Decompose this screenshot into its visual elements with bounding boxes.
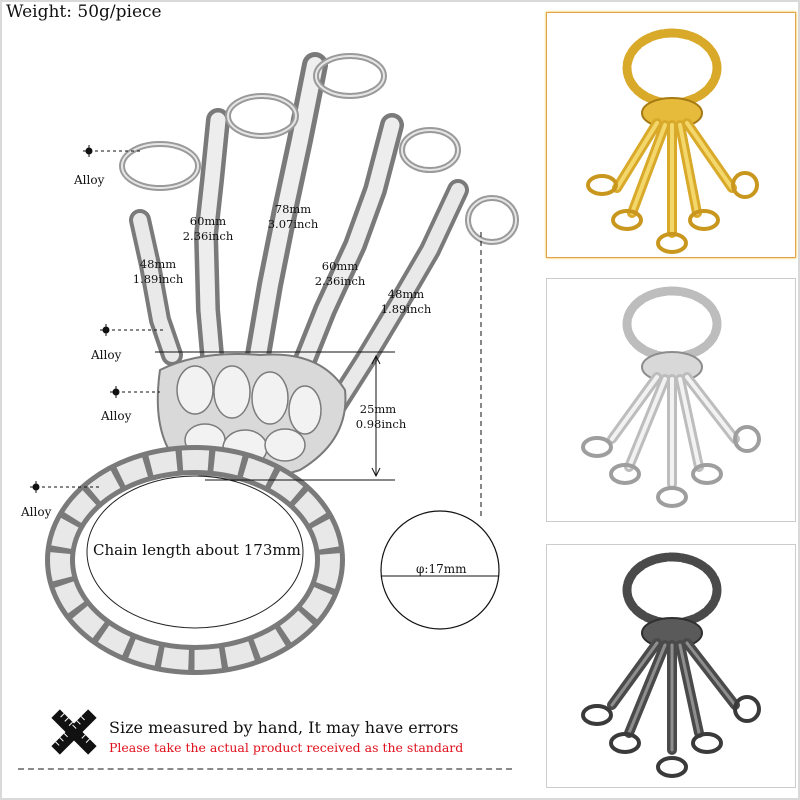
palm-width-mm: 25mm [360,402,397,416]
variant-thumbnail-black[interactable] [546,544,796,788]
middle-finger [245,52,328,368]
weight-label: Weight: 50g/piece [6,2,162,22]
ring-finger [193,108,230,367]
finger-bones [129,52,469,426]
thumb-finger [319,179,469,426]
measurement-lines [155,232,482,520]
palm-width-inch: 0.98inch [356,417,407,431]
dashed-divider [18,768,512,770]
bracelet-chain [45,445,345,675]
alloy-label-1: Alloy [73,173,105,187]
ring-diameter-label: φ:17mm [416,562,467,576]
variant-thumbnail-gold[interactable] [546,12,796,258]
index-finger [293,113,404,372]
ring-length-inch: 2.36inch [183,229,234,243]
chain-length-label: Chain length about 173mm [93,541,301,559]
middle-length-mm: 78mm [275,202,312,216]
measurement-texts: 48mm 1.89inch 60mm 2.36inch 78mm 3.07inc… [133,202,432,431]
pinky-finger [129,209,183,366]
alloy-label-2: Alloy [90,348,122,362]
size-note: Size measured by hand, It may have error… [44,704,514,760]
middle-length-inch: 3.07inch [268,217,319,231]
main-product-image: Alloy Alloy Alloy Alloy 48mm 1.89inch 60… [20,52,519,675]
alloy-label-3: Alloy [100,409,132,423]
alloy-pointers [30,145,165,493]
index-length-mm: 60mm [322,259,359,273]
pinky-length-inch: 1.89inch [133,272,184,286]
index-length-inch: 2.36inch [315,274,366,288]
size-note-text: Size measured by hand, It may have error… [109,718,459,737]
gold-bracelet-image [586,28,759,254]
alloy-label-4: Alloy [20,505,52,519]
size-note-warning: Please take the actual product received … [109,740,464,755]
ring-diameter-callout: φ:17mm [380,510,500,630]
black-bracelet-image [581,552,761,778]
pinky-length-mm: 48mm [140,257,177,271]
silver-bracelet-image [581,286,761,508]
thumb-length-inch: 1.89inch [381,302,432,316]
variant-thumbnail-silver[interactable] [546,278,796,522]
finger-rings [119,53,519,245]
ring-length-mm: 60mm [190,214,227,228]
thumb-length-mm: 48mm [388,287,425,301]
ruler-cross-icon [51,709,97,755]
